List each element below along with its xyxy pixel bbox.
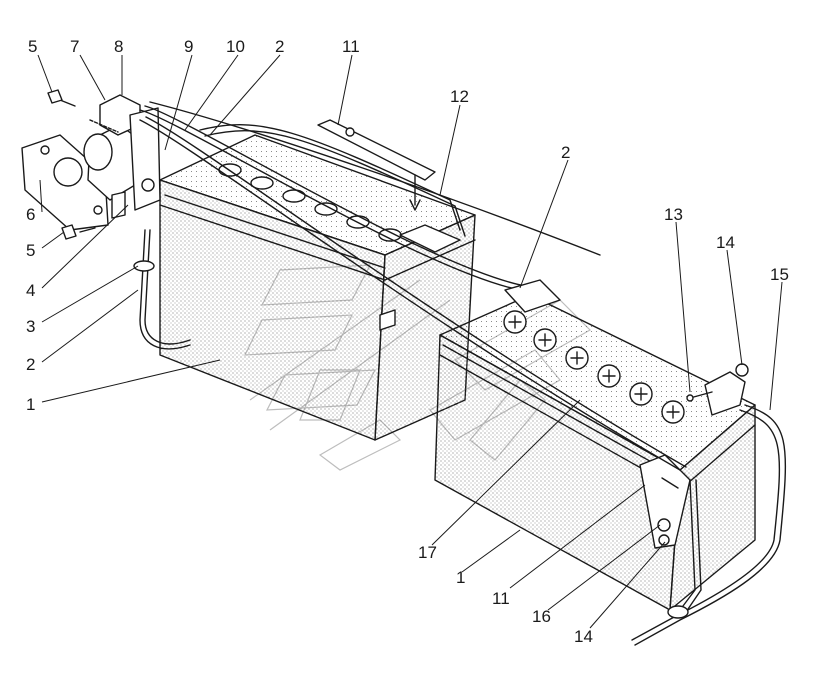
- battery-front: [434, 294, 756, 611]
- callout-10: 10: [226, 37, 245, 56]
- callout-2-right: 2: [561, 143, 570, 162]
- front-battery-caps: [503, 310, 685, 424]
- callout-17: 17: [418, 543, 437, 562]
- callout-15: 15: [770, 265, 789, 284]
- hold-down-bracket: [639, 454, 691, 549]
- callout-8: 8: [114, 37, 123, 56]
- callout-labels: 5 7 8 9 10 2 11 12 2 13 14 15 6 5 4 3 2 …: [26, 37, 789, 646]
- callout-13: 13: [664, 205, 683, 224]
- callout-3: 3: [26, 317, 35, 336]
- battery-rear: [159, 134, 476, 441]
- callout-9: 9: [184, 37, 193, 56]
- callout-11-top: 11: [342, 37, 360, 56]
- battery-switch-assembly: [21, 89, 161, 240]
- cables: [133, 101, 787, 646]
- callout-1-left: 1: [26, 395, 35, 414]
- callout-12: 12: [450, 87, 469, 106]
- callout-14-top: 14: [716, 233, 735, 252]
- callout-14-bottom: 14: [574, 627, 593, 646]
- callout-5-top: 5: [28, 37, 37, 56]
- callout-6: 6: [26, 205, 35, 224]
- callout-1-bottom: 1: [456, 568, 465, 587]
- callout-4: 4: [26, 281, 35, 300]
- callout-2-top: 2: [275, 37, 284, 56]
- callout-5-left: 5: [26, 241, 35, 260]
- leader-lines: [37, 54, 783, 629]
- top-hold-down-bar: [317, 119, 436, 211]
- terminal-clamp: [686, 363, 749, 416]
- callout-16: 16: [532, 607, 551, 626]
- callout-2-left: 2: [26, 355, 35, 374]
- callout-11-bottom: 11: [492, 589, 510, 608]
- callout-7: 7: [70, 37, 79, 56]
